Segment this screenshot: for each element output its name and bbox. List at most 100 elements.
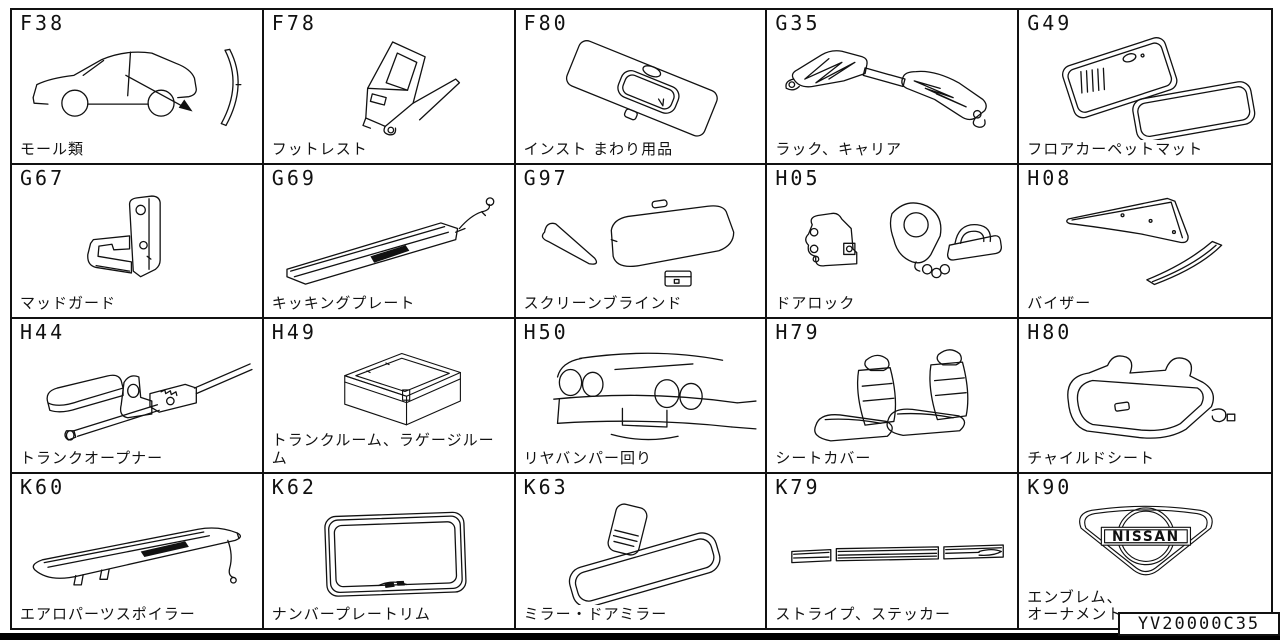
part-code: H80 bbox=[1027, 320, 1073, 344]
part-label: ストライプ、ステッカー bbox=[775, 605, 951, 624]
part-code: G67 bbox=[20, 165, 66, 190]
part-code: G97 bbox=[523, 165, 569, 190]
part-drawing bbox=[272, 34, 508, 141]
trunk-opener-icon bbox=[46, 363, 253, 441]
screen-blind-icon bbox=[541, 198, 734, 287]
visor-icon bbox=[1066, 197, 1223, 285]
part-code: H50 bbox=[523, 320, 569, 344]
part-cell-g97[interactable]: G97 スクリーンブラインド bbox=[515, 164, 768, 319]
part-code: F38 bbox=[20, 11, 66, 35]
part-label: チャイルドシート bbox=[1027, 448, 1156, 467]
part-cell-k63[interactable]: K63 ミラー・ドアミラー bbox=[515, 473, 768, 628]
part-cell-g69[interactable]: G69 キッキングプレート bbox=[263, 164, 516, 319]
part-label: ラック、キャリア bbox=[775, 139, 903, 158]
kicking-plate-icon bbox=[286, 196, 495, 285]
part-label: ミラー・ドアミラー bbox=[523, 605, 668, 624]
part-label: マッドガード bbox=[20, 294, 117, 313]
document-code: YV20000C35 bbox=[1118, 612, 1280, 636]
nissan-wordmark: NISSAN bbox=[1112, 529, 1180, 545]
part-label: トランクオープナー bbox=[20, 448, 164, 467]
part-code: F78 bbox=[271, 11, 317, 35]
part-code: G49 bbox=[1027, 11, 1073, 35]
part-label: エンブレム、 オーナメント bbox=[1027, 587, 1124, 624]
part-label: リヤバンパー回り bbox=[523, 448, 653, 467]
part-drawing bbox=[1027, 343, 1265, 450]
child-seat-icon bbox=[1067, 355, 1236, 439]
part-drawing bbox=[272, 343, 508, 432]
part-label: シートカバー bbox=[775, 448, 872, 467]
part-cell-g49[interactable]: G49 フロアカーペットマット bbox=[1019, 10, 1271, 165]
part-label: エアロパーツスポイラー bbox=[20, 605, 196, 624]
parts-grid: F38 モール類 F78 フットレスト F80 bbox=[10, 8, 1273, 630]
part-drawing bbox=[272, 498, 508, 607]
part-code: K90 bbox=[1027, 474, 1073, 499]
footrest-icon bbox=[362, 41, 460, 136]
mud-guard-icon bbox=[87, 194, 161, 277]
console-panel-icon bbox=[565, 40, 718, 137]
part-label: ドアロック bbox=[775, 294, 856, 313]
part-code: G35 bbox=[775, 11, 821, 35]
part-code: G69 bbox=[271, 165, 317, 190]
aero-spoiler-icon bbox=[32, 526, 242, 586]
part-cell-h50[interactable]: H50 リヤバンパー回り bbox=[515, 319, 768, 474]
bottom-scan-bar bbox=[0, 633, 1280, 640]
part-code: H05 bbox=[775, 165, 821, 190]
part-code: H79 bbox=[775, 320, 821, 344]
part-drawing bbox=[20, 189, 256, 296]
part-cell-h44[interactable]: H44 トランクオープナー bbox=[12, 319, 264, 474]
stripes-sticker-icon bbox=[791, 543, 1005, 563]
part-code: K79 bbox=[775, 474, 821, 499]
part-cell-f38[interactable]: F38 モール類 bbox=[12, 10, 264, 165]
part-drawing bbox=[524, 498, 760, 607]
part-code: H44 bbox=[20, 320, 66, 344]
part-code: K60 bbox=[20, 474, 66, 499]
part-code: K63 bbox=[523, 474, 569, 499]
part-label: モール類 bbox=[20, 139, 85, 158]
part-drawing bbox=[1027, 34, 1265, 141]
part-drawing bbox=[20, 498, 256, 607]
part-label: スクリーンブラインド bbox=[523, 294, 683, 313]
part-drawing bbox=[775, 34, 1011, 141]
part-cell-f80[interactable]: F80 インスト まわり用品 bbox=[515, 10, 768, 165]
part-code: F80 bbox=[523, 11, 569, 35]
part-cell-h79[interactable]: H79 シートカバー bbox=[767, 319, 1020, 474]
part-cell-h80[interactable]: H80 チャイルドシート bbox=[1019, 319, 1271, 474]
part-label: フットレスト bbox=[271, 139, 368, 158]
part-code: H49 bbox=[271, 320, 317, 344]
part-cell-h05[interactable]: H05 ドアロック bbox=[767, 164, 1020, 319]
part-label: フロアカーペットマット bbox=[1027, 139, 1204, 158]
part-drawing bbox=[524, 189, 760, 296]
room-mirror-icon bbox=[568, 502, 721, 606]
car-side-molding-icon bbox=[32, 48, 242, 127]
part-drawing bbox=[775, 343, 1011, 450]
roof-rack-icon bbox=[785, 50, 988, 128]
part-cell-k60[interactable]: K60 エアロパーツスポイラー bbox=[12, 473, 264, 628]
part-cell-k90[interactable]: K90 NISSAN エンブレム、 オーナメント bbox=[1019, 473, 1271, 628]
part-drawing bbox=[524, 34, 760, 141]
plate-rim-icon bbox=[324, 511, 467, 597]
part-cell-h08[interactable]: H08 バイザー bbox=[1019, 164, 1271, 319]
part-code: H08 bbox=[1027, 165, 1073, 190]
door-lock-icon bbox=[805, 201, 1003, 278]
nissan-emblem-icon: NISSAN bbox=[1079, 505, 1213, 575]
part-drawing bbox=[775, 498, 1011, 607]
part-drawing bbox=[775, 189, 1011, 296]
part-drawing bbox=[1027, 189, 1265, 296]
part-code: K62 bbox=[271, 474, 317, 499]
part-label: キッキングプレート bbox=[271, 294, 416, 313]
part-label: ナンバープレートリム bbox=[271, 605, 431, 624]
part-label: バイザー bbox=[1027, 294, 1092, 313]
part-drawing bbox=[20, 34, 256, 141]
rear-bumper-icon bbox=[552, 352, 757, 441]
part-cell-g35[interactable]: G35 ラック、キャリア bbox=[767, 10, 1020, 165]
trunk-box-icon bbox=[343, 352, 461, 426]
part-label: トランクルーム、ラゲージルーム bbox=[271, 431, 495, 467]
part-cell-f78[interactable]: F78 フットレスト bbox=[263, 10, 516, 165]
part-cell-k79[interactable]: K79 ストライプ、ステッカー bbox=[767, 473, 1020, 628]
part-cell-h49[interactable]: H49 トランクルーム、ラゲージルーム bbox=[263, 319, 516, 474]
part-drawing bbox=[272, 189, 508, 296]
part-cell-k62[interactable]: K62 ナンバープレートリム bbox=[263, 473, 516, 628]
part-cell-g67[interactable]: G67 マッドガード bbox=[12, 164, 264, 319]
part-drawing: NISSAN bbox=[1027, 498, 1265, 589]
